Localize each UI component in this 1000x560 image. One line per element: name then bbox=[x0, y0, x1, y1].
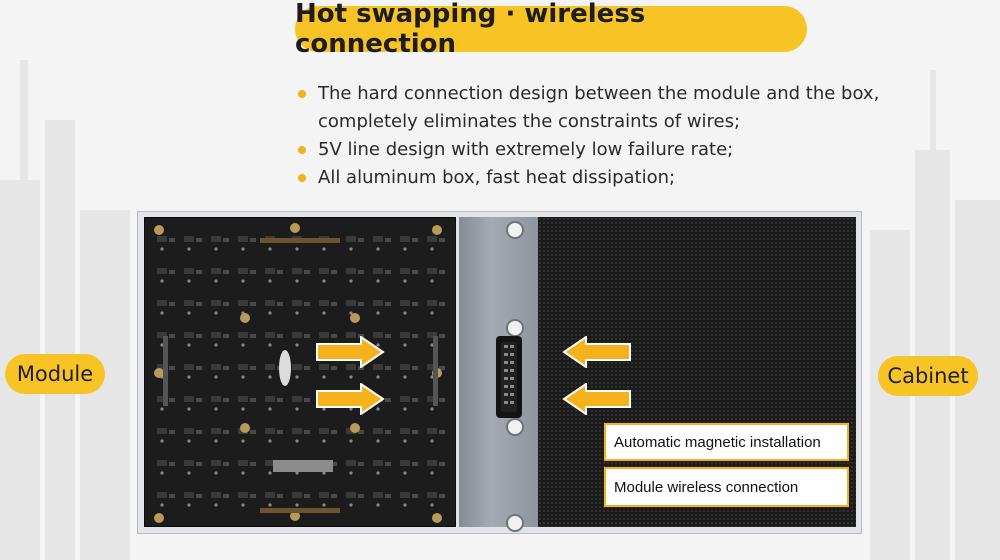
callout-magnetic-installation: Automatic magnetic installation bbox=[604, 423, 849, 461]
feature-item: The hard connection design between the m… bbox=[296, 80, 936, 136]
arrow-right-icon bbox=[316, 383, 385, 415]
pcb-drawing bbox=[154, 223, 445, 523]
feature-item: All aluminum box, fast heat dissipation; bbox=[296, 164, 936, 192]
mounting-hole bbox=[506, 319, 524, 337]
callout-text: Module wireless connection bbox=[614, 478, 799, 496]
callout-wireless-connection: Module wireless connection bbox=[604, 467, 849, 507]
connector-socket bbox=[496, 336, 522, 418]
module-label-text: Module bbox=[16, 362, 94, 386]
module-label: Module bbox=[5, 354, 105, 394]
cabinet-label: Cabinet bbox=[878, 356, 978, 396]
arrow-left-icon bbox=[562, 383, 631, 415]
connector-pins bbox=[501, 342, 517, 412]
mounting-hole bbox=[506, 221, 524, 239]
feature-list: The hard connection design between the m… bbox=[296, 80, 936, 192]
page-title-text: Hot swapping · wireless connection bbox=[295, 0, 646, 59]
arrow-right-icon bbox=[316, 336, 385, 368]
cabinet-label-text: Cabinet bbox=[887, 364, 969, 388]
callout-text: Automatic magnetic installation bbox=[614, 433, 821, 451]
module-pcb-image bbox=[144, 217, 456, 527]
mounting-hole bbox=[506, 418, 524, 436]
arrow-left-icon bbox=[562, 336, 631, 368]
feature-item: 5V line design with extremely low failur… bbox=[296, 136, 936, 164]
page-title: Hot swapping · wireless connection bbox=[295, 0, 807, 59]
mounting-hole bbox=[506, 514, 524, 532]
